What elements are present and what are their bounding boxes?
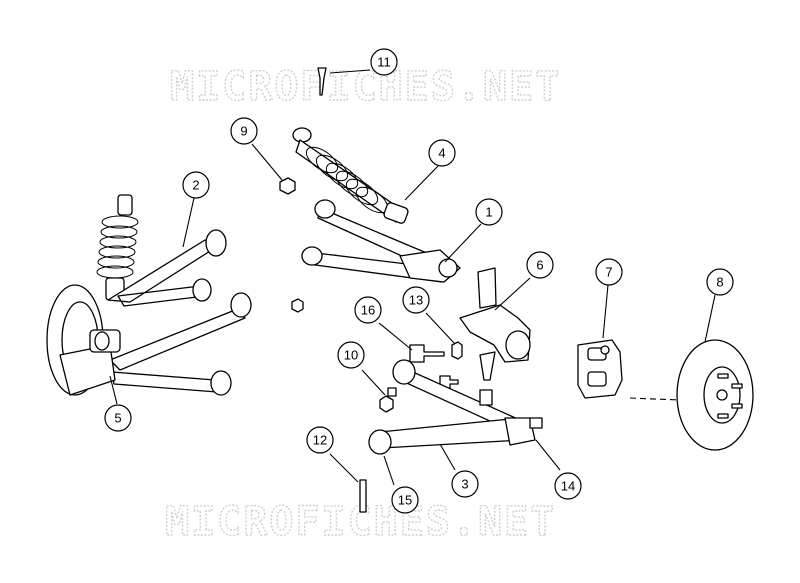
callout-16: 16 [354,296,382,324]
upper-control-arm [301,199,461,283]
bolt-16 [409,344,445,363]
svg-text:2: 2 [192,178,199,193]
left-suspension-assembly [46,194,252,396]
svg-text:8: 8 [716,275,723,290]
callout-15: 15 [391,486,419,514]
nut-10 [379,395,394,413]
svg-text:15: 15 [398,493,412,508]
svg-text:13: 13 [409,293,423,308]
callout-3: 3 [451,470,479,498]
callout-1: 1 [475,198,503,226]
callout-13: 13 [402,286,430,314]
svg-text:16: 16 [361,303,375,318]
bolt-11 [317,67,327,96]
pin-12 [359,479,367,513]
callout-12: 12 [306,426,334,454]
svg-text:3: 3 [461,477,468,492]
svg-text:1: 1 [485,205,492,220]
shock-absorber [292,127,409,224]
left-coilover [96,194,139,301]
callout-7: 7 [595,258,623,286]
bolt-13 [451,341,463,360]
callout-8: 8 [706,268,734,296]
nut-middle [291,298,304,313]
svg-text:6: 6 [536,258,543,273]
callout-2: 2 [182,171,210,199]
svg-text:4: 4 [438,146,445,161]
nut-9 [279,177,296,195]
knuckle [459,267,531,381]
svg-text:9: 9 [240,124,247,139]
svg-text:7: 7 [605,265,612,280]
callout-9: 9 [230,117,258,145]
callout-10: 10 [337,341,365,369]
watermark-top: MICROFICHES.NET [170,64,561,110]
callout-11: 11 [370,48,398,76]
callout-6: 6 [526,251,554,279]
callout-5: 5 [104,404,132,432]
svg-text:5: 5 [114,411,121,426]
svg-text:11: 11 [377,55,391,70]
lower-control-arm [368,359,543,455]
callout-4: 4 [428,139,456,167]
leader-lines [109,69,716,486]
brake-rotor [676,339,754,451]
svg-text:12: 12 [313,433,327,448]
svg-text:10: 10 [344,348,358,363]
callout-14: 14 [554,472,582,500]
svg-text:14: 14 [561,479,575,494]
brake-caliper [577,339,623,399]
